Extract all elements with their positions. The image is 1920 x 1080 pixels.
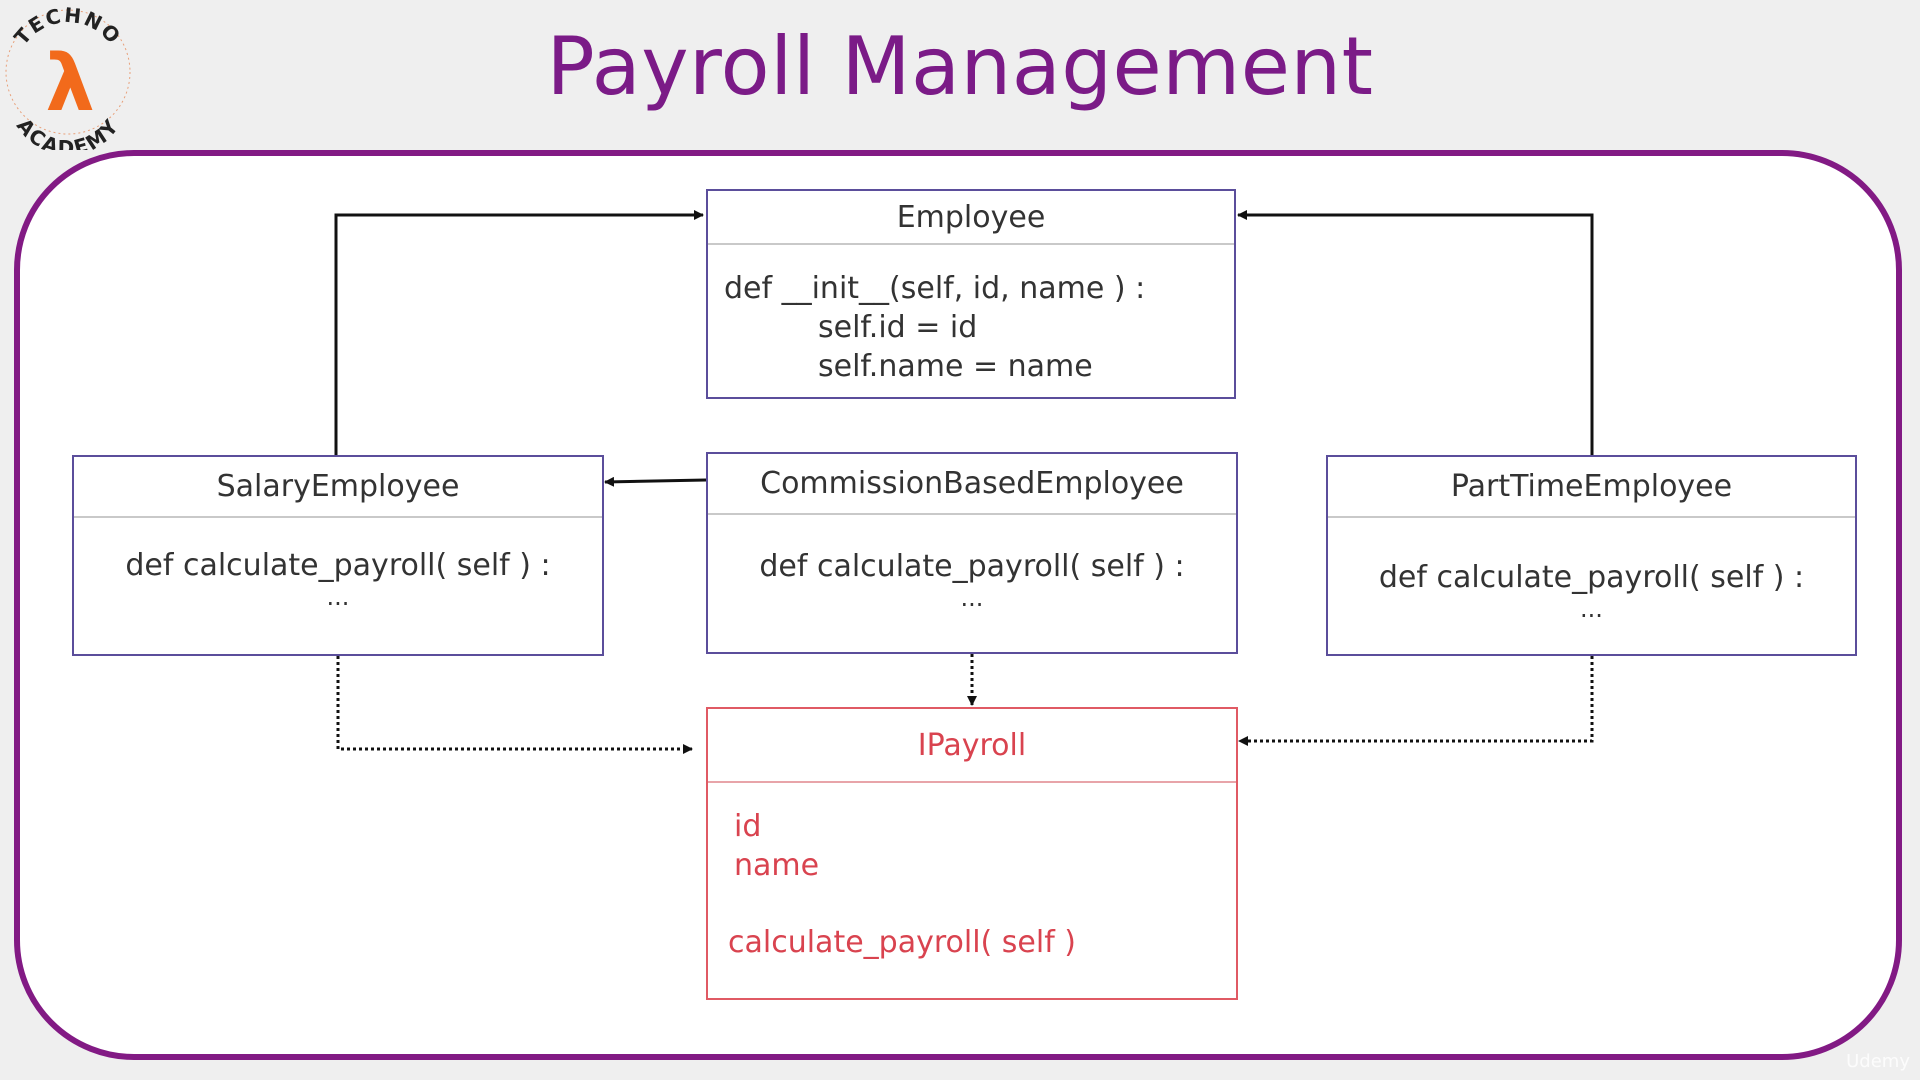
ipayroll-attr-name: name — [734, 848, 820, 883]
page-title: Payroll Management — [546, 20, 1374, 113]
commission-employee-class-name: CommissionBasedEmployee — [708, 454, 1236, 515]
parttime-method-body-ellipsis: ... — [1580, 595, 1603, 623]
parttime-calculate-payroll-method: def calculate_payroll( self ) : — [1378, 560, 1805, 595]
parttime-employee-class-name: PartTimeEmployee — [1328, 457, 1855, 518]
salary-employee-class-body: def calculate_payroll( self ) : ... — [74, 518, 602, 611]
salary-employee-class-box: SalaryEmployee def calculate_payroll( se… — [72, 455, 604, 656]
salary-calculate-payroll-method: def calculate_payroll( self ) : — [125, 548, 551, 583]
commission-method-body-ellipsis: ... — [960, 584, 984, 612]
ipayroll-attr-id: id — [734, 809, 762, 844]
lambda-icon: λ — [45, 39, 94, 129]
ipayroll-calculate-payroll-method: calculate_payroll( self ) — [728, 925, 1077, 960]
commission-calculate-payroll-method: def calculate_payroll( self ) : — [759, 549, 1185, 584]
salary-employee-class-name: SalaryEmployee — [74, 457, 602, 518]
employee-init-line-id: self.id = id — [818, 310, 978, 345]
commission-employee-class-body: def calculate_payroll( self ) : ... — [708, 515, 1236, 612]
employee-class-name: Employee — [708, 191, 1234, 245]
employee-init-line-name: self.name = name — [818, 349, 1093, 384]
udemy-watermark: Udemy — [1846, 1051, 1910, 1072]
employee-class-box: Employee def __init__(self, id, name ) :… — [706, 189, 1236, 399]
employee-init-signature: def __init__(self, id, name ) : — [724, 271, 1146, 306]
employee-class-body: def __init__(self, id, name ) : self.id … — [708, 245, 1234, 386]
commission-employee-class-box: CommissionBasedEmployee def calculate_pa… — [706, 452, 1238, 654]
techno-academy-logo: TECHNO ACADEMY λ — [5, 3, 131, 150]
ipayroll-interface-body: id name calculate_payroll( self ) — [708, 783, 1236, 962]
ipayroll-interface-box: IPayroll id name calculate_payroll( self… — [706, 707, 1238, 1000]
ipayroll-interface-name: IPayroll — [708, 709, 1236, 783]
salary-method-body-ellipsis: ... — [326, 583, 350, 611]
parttime-employee-class-box: PartTimeEmployee def calculate_payroll( … — [1326, 455, 1857, 656]
parttime-employee-class-body: def calculate_payroll( self ) : ... — [1328, 518, 1855, 623]
